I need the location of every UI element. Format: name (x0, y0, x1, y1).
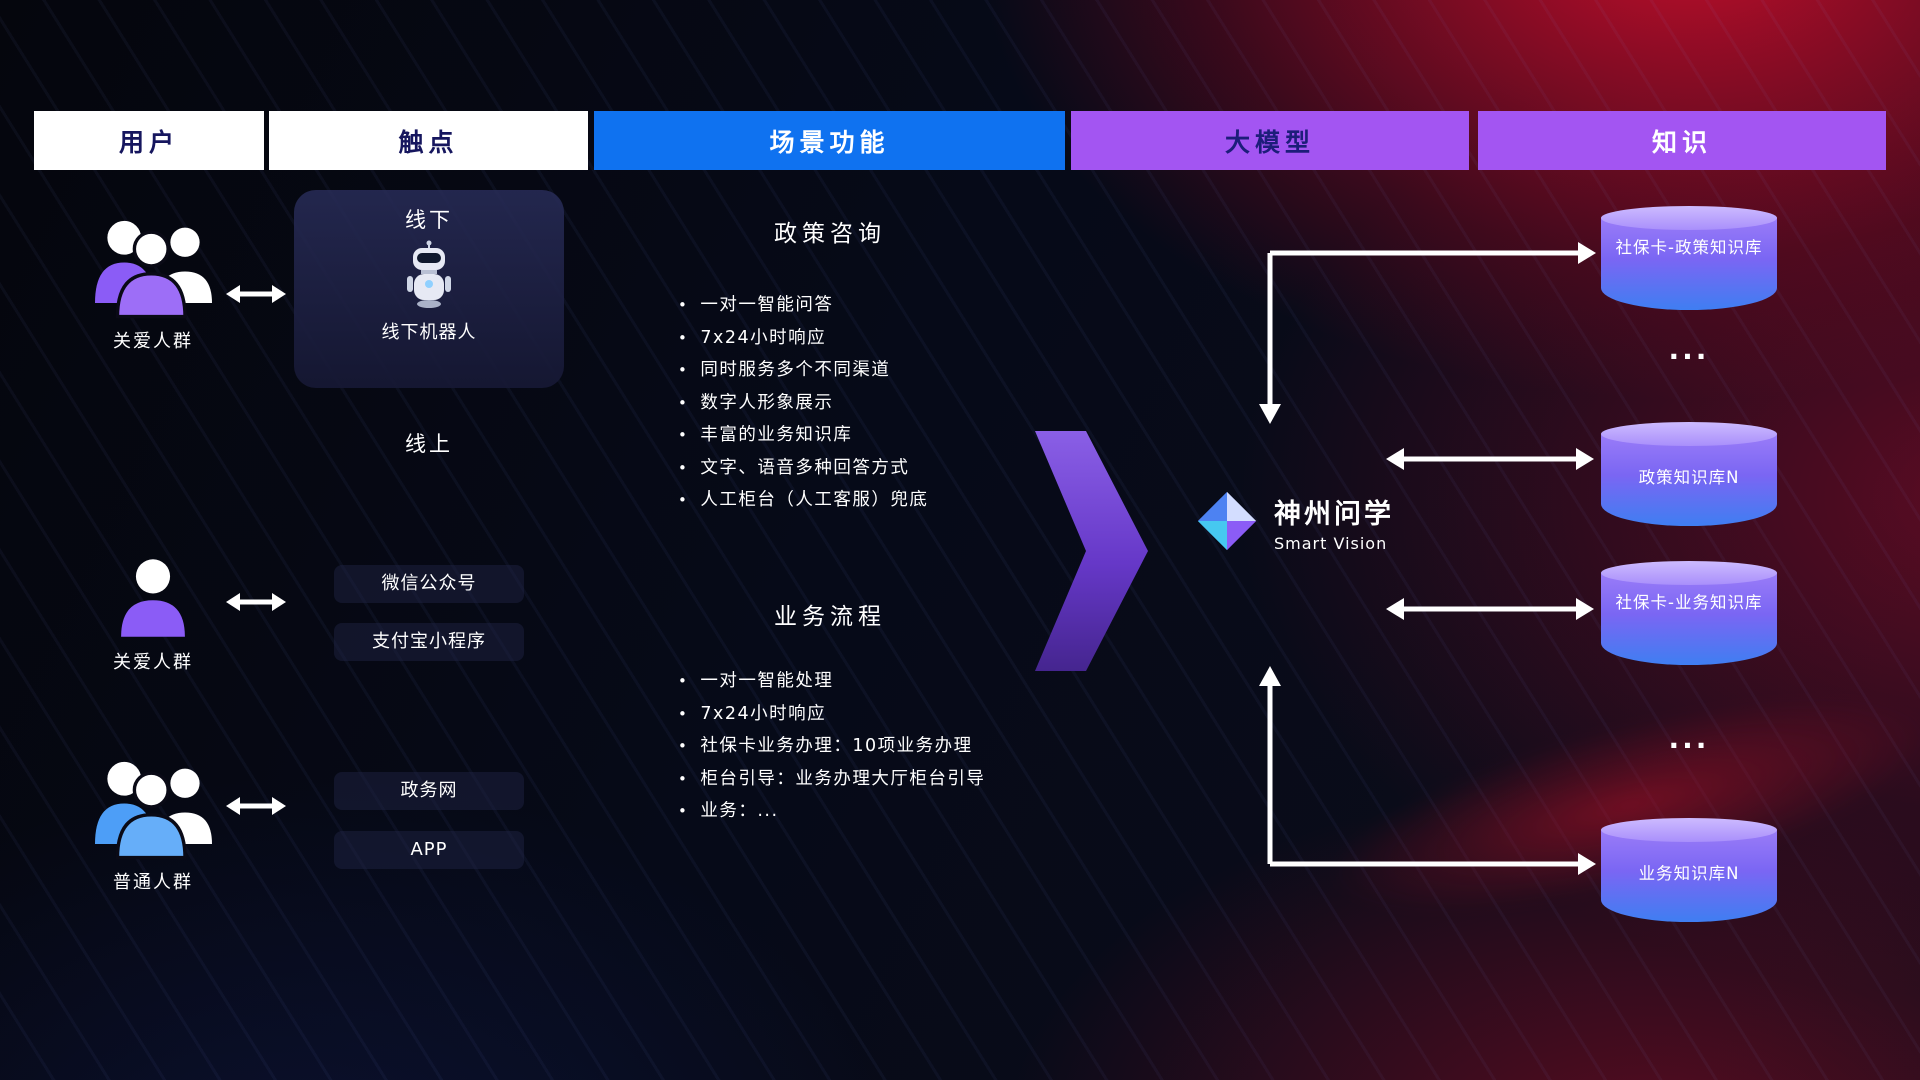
user-group-care-1: 关爱人群 (78, 215, 228, 353)
cylinder-body (1601, 830, 1777, 922)
offline-robot-label: 线下机器人 (381, 322, 477, 343)
header-touchpoints: 触点 (269, 111, 588, 170)
kb-cylinder-social-business: 社保卡-业务知识库 (1601, 561, 1777, 665)
model-subtitle: Smart Vision (1274, 534, 1388, 553)
cylinder-top (1601, 422, 1777, 446)
robot-icon (407, 240, 451, 308)
user-label: 普通人群 (113, 872, 193, 893)
cylinder-top (1601, 206, 1777, 230)
list-item: 人工柜台（人工客服）兜底 (678, 484, 928, 517)
offline-title: 线下 (405, 208, 453, 232)
user-label: 关爱人群 (113, 331, 193, 352)
list-item: 7x24小时响应 (678, 322, 928, 355)
business-feature-list: 一对一智能处理 7x24小时响应 社保卡业务办理：10项业务办理 柜台引导：业务… (678, 665, 985, 828)
kb-ellipsis-2: ... (1668, 722, 1710, 755)
kb-label: 政策知识库N (1638, 468, 1740, 487)
cylinder-body (1601, 573, 1777, 665)
header-knowledge: 知识 (1478, 111, 1886, 170)
model-name-block: 神州问学 Smart Vision (1274, 492, 1394, 553)
model-name: 神州问学 (1274, 499, 1394, 530)
channel-app: APP (334, 831, 524, 869)
kb-label: 社保卡-政策知识库 (1615, 238, 1763, 257)
cylinder-body (1601, 218, 1777, 310)
header-large-model: 大模型 (1071, 111, 1469, 170)
policy-feature-list: 一对一智能问答 7x24小时响应 同时服务多个不同渠道 数字人形象展示 丰富的业… (678, 289, 928, 517)
channel-alipay-miniprogram: 支付宝小程序 (334, 623, 524, 661)
smart-vision-logo-icon (1197, 491, 1257, 551)
list-item: 社保卡业务办理：10项业务办理 (678, 730, 985, 763)
list-item: 一对一智能问答 (678, 289, 928, 322)
online-title: 线上 (405, 432, 453, 456)
person-purple-icon (121, 559, 185, 637)
cylinder-body (1601, 434, 1777, 526)
cylinder-top (1601, 561, 1777, 585)
user-person-care-2: 关爱人群 (78, 556, 228, 674)
list-item: 业务：... (678, 795, 985, 828)
list-item: 文字、语音多种回答方式 (678, 452, 928, 485)
channel-wechat: 微信公众号 (334, 565, 524, 603)
kb-label: 业务知识库N (1638, 864, 1740, 883)
kb-label: 社保卡-业务知识库 (1615, 593, 1763, 612)
header-users: 用户 (34, 111, 264, 170)
group-people-purple-icon (94, 220, 212, 319)
list-item: 一对一智能处理 (678, 665, 985, 698)
cylinder-top (1601, 818, 1777, 842)
channel-gov-web: 政务网 (334, 772, 524, 810)
list-item: 数字人形象展示 (678, 387, 928, 420)
offline-robot-card: 线下 线下机器人 (294, 190, 564, 388)
list-item: 丰富的业务知识库 (678, 419, 928, 452)
list-item: 7x24小时响应 (678, 698, 985, 731)
list-item: 同时服务多个不同渠道 (678, 354, 928, 387)
user-group-general: 普通人群 (78, 756, 228, 894)
kb-cylinder-social-policy: 社保卡-政策知识库 (1601, 206, 1777, 310)
user-label: 关爱人群 (113, 652, 193, 673)
list-item: 柜台引导：业务办理大厅柜台引导 (678, 763, 985, 796)
kb-cylinder-policy-n: 政策知识库N (1601, 422, 1777, 526)
kb-cylinder-business-n: 业务知识库N (1601, 818, 1777, 922)
header-scene-functions: 场景功能 (594, 111, 1065, 170)
business-process-title: 业务流程 (774, 604, 886, 630)
policy-consult-title: 政策咨询 (774, 221, 886, 247)
kb-ellipsis-1: ... (1668, 333, 1710, 366)
group-people-blue-icon (94, 761, 212, 860)
